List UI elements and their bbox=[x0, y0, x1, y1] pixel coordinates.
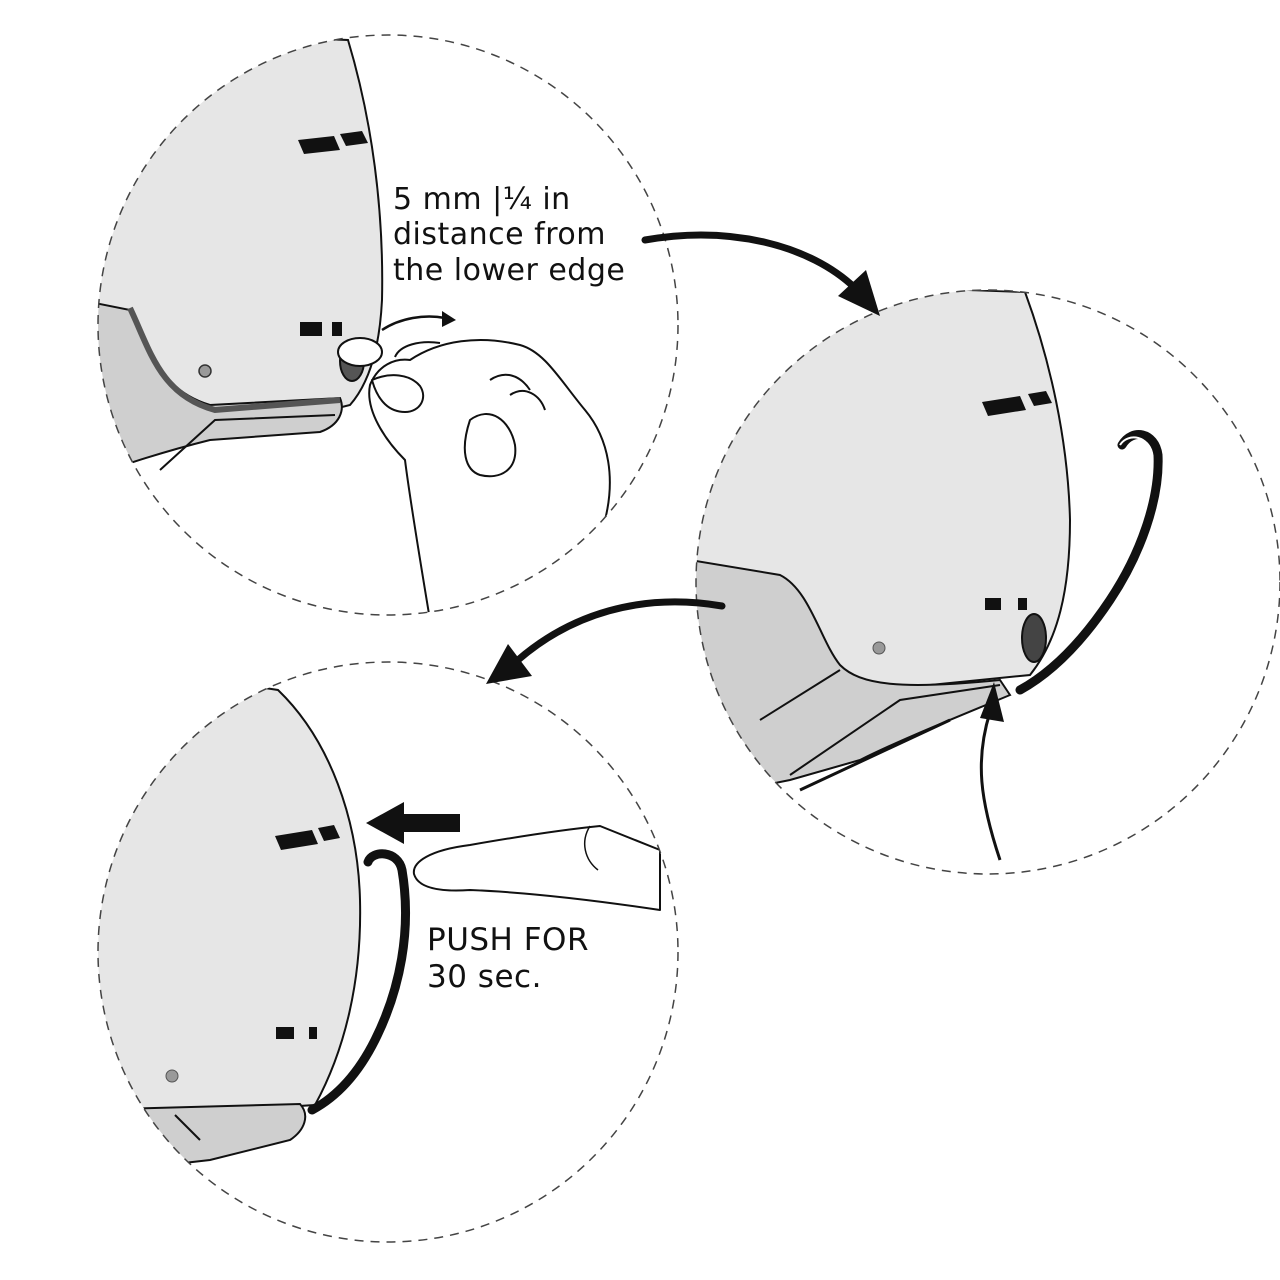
helmet-shell bbox=[98, 662, 362, 1122]
curved-arrow-icon bbox=[486, 598, 726, 684]
step-1-panel bbox=[97, 34, 679, 616]
step-3-frame bbox=[97, 661, 679, 1243]
caption-line: 30 sec. bbox=[427, 958, 542, 995]
caption-line: distance from bbox=[393, 217, 606, 253]
caption-line: PUSH FOR bbox=[427, 922, 589, 958]
strap-icon bbox=[1015, 430, 1163, 695]
hand-icon bbox=[368, 339, 621, 615]
caption-line: 5 mm |¼ in bbox=[393, 182, 571, 217]
step-1-frame bbox=[97, 34, 679, 616]
vent-marks-upper bbox=[298, 131, 368, 154]
rivet bbox=[165, 1069, 179, 1083]
curved-arrow-icon bbox=[979, 682, 1004, 861]
helmet-rim bbox=[98, 1102, 307, 1177]
rotate-arrow-icon bbox=[381, 311, 456, 332]
vent-marks-upper bbox=[982, 391, 1052, 416]
helmet-rim bbox=[696, 558, 1012, 802]
rivet bbox=[198, 364, 212, 378]
vent-marks-lower bbox=[276, 1027, 317, 1039]
magnet-clip-icon bbox=[1021, 613, 1047, 663]
rivet bbox=[872, 641, 886, 655]
vent-marks-upper bbox=[275, 825, 340, 850]
curved-arrow-icon bbox=[641, 231, 880, 316]
vent-marks-lower bbox=[300, 322, 342, 336]
push-arrow-icon bbox=[366, 802, 460, 844]
strap-icon bbox=[307, 849, 410, 1115]
caption-line: the lower edge bbox=[393, 252, 626, 288]
vent-marks-lower bbox=[985, 598, 1027, 610]
finger-icon bbox=[412, 825, 661, 911]
step-2-frame bbox=[695, 289, 1280, 875]
step-2-panel bbox=[695, 289, 1280, 875]
